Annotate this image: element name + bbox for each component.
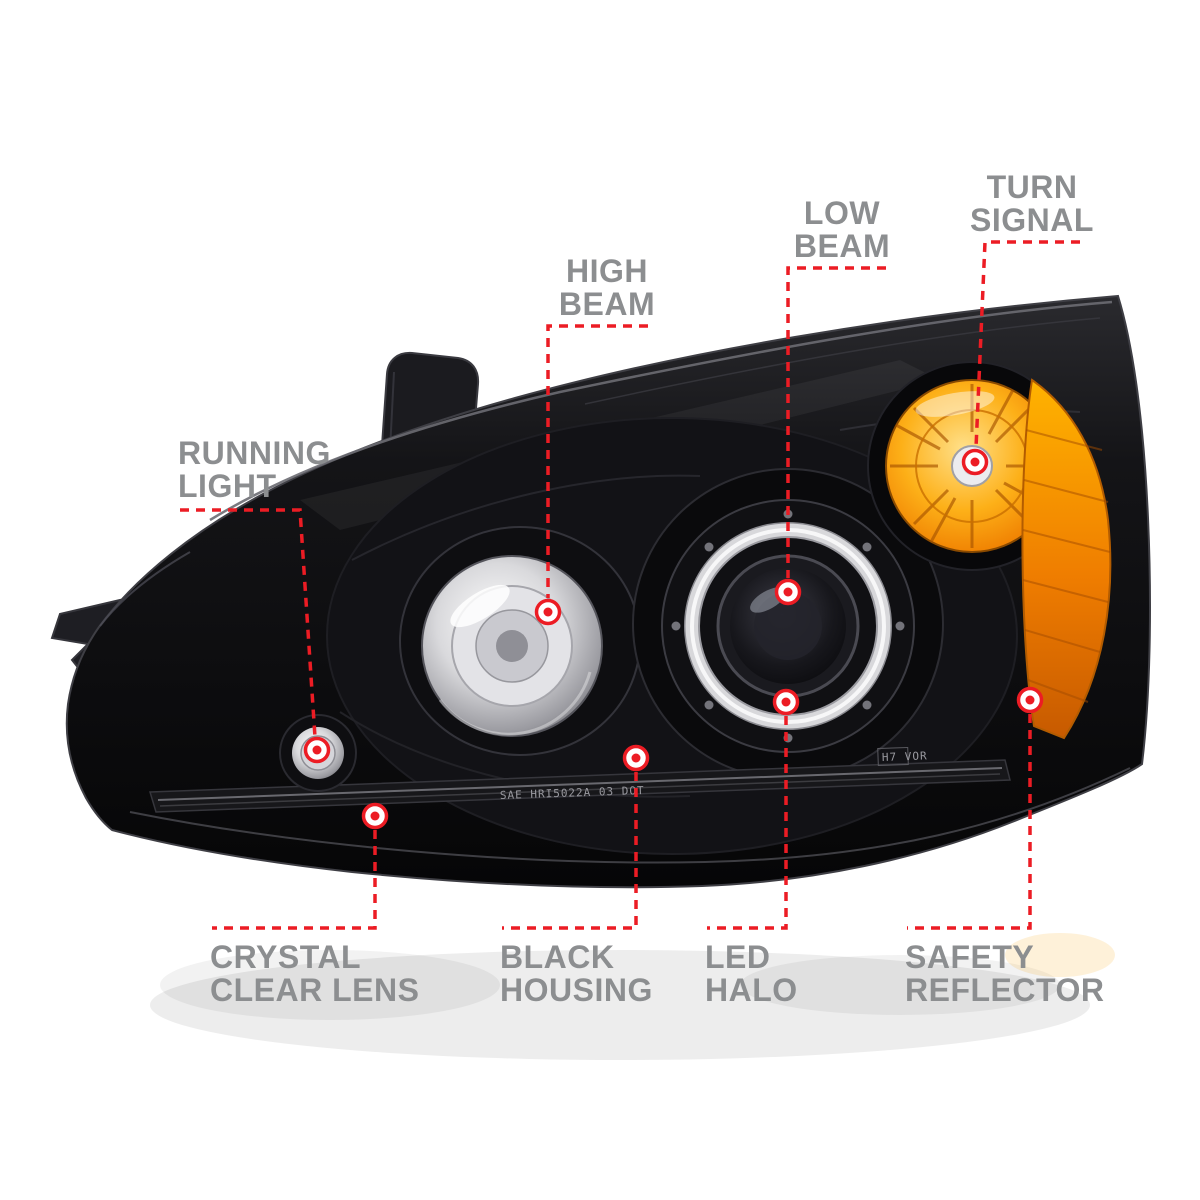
callout-label-high-beam-2: BEAM [559, 286, 655, 322]
callout-label-running-light-1: RUNNING [178, 435, 331, 471]
callout-running-light: RUNNING LIGHT [178, 435, 331, 764]
callout-crystal-clear-lens: CRYSTAL CLEAR LENS [210, 802, 419, 1008]
lens-marking-dot-code: SAE HRI5022A 03 DOT [500, 784, 645, 802]
marker-black-housing [622, 744, 650, 772]
callout-label-low-beam-2: BEAM [794, 228, 890, 264]
callout-label-led-halo-2: HALO [705, 972, 798, 1008]
callout-label-safety-reflector-1: SAFETY [905, 939, 1034, 975]
callout-label-turn-signal-1: TURN [987, 169, 1078, 205]
leader-line-running-light [180, 508, 317, 738]
callout-low-beam: LOW BEAM [774, 195, 890, 606]
reflector-ridges [1022, 429, 1111, 703]
leader-line-crystal-clear-lens [212, 830, 377, 930]
marker-high-beam [534, 598, 562, 626]
marker-turn-signal [961, 448, 989, 476]
leader-line-low-beam [786, 266, 886, 578]
callout-label-low-beam-1: LOW [804, 195, 880, 231]
callout-label-high-beam-1: HIGH [566, 253, 648, 289]
leader-line-turn-signal [974, 240, 1080, 449]
low-beam-projector [632, 468, 944, 780]
crystal-lens-strip: SAE HRI5022A 03 DOT H7 VOR [149, 746, 1011, 813]
leader-line-black-housing [502, 772, 638, 930]
callout-label-crystal-clear-lens-1: CRYSTAL [210, 939, 361, 975]
floor-reflection [150, 933, 1115, 1060]
leader-line-led-halo [707, 716, 788, 930]
callout-high-beam: HIGH BEAM [534, 253, 655, 626]
callout-label-black-housing-1: BLACK [500, 939, 614, 975]
marker-running-light [303, 736, 331, 764]
bulb-code-box [877, 746, 909, 767]
callout-label-crystal-clear-lens-2: CLEAR LENS [210, 972, 419, 1008]
callout-label-running-light-2: LIGHT [178, 468, 276, 504]
leader-line-high-beam [546, 324, 648, 598]
lens-marking-bulb-code: H7 VOR [882, 749, 928, 764]
callout-led-halo: LED HALO [705, 688, 800, 1008]
callout-label-turn-signal-2: SIGNAL [970, 202, 1094, 238]
callout-label-led-halo-1: LED [705, 939, 771, 975]
high-beam-lens [399, 526, 641, 756]
marker-low-beam [774, 578, 802, 606]
callout-safety-reflector: SAFETY REFLECTOR [905, 686, 1104, 1008]
marker-safety-reflector [1016, 686, 1044, 714]
safety-reflector [1021, 378, 1112, 740]
marker-crystal-clear-lens [361, 802, 389, 830]
leader-line-safety-reflector [907, 714, 1032, 930]
callout-label-safety-reflector-2: REFLECTOR [905, 972, 1104, 1008]
callout-black-housing: BLACK HOUSING [500, 744, 653, 1008]
marker-led-halo [772, 688, 800, 716]
callout-turn-signal: TURN SIGNAL [961, 169, 1094, 476]
callout-label-black-housing-2: HOUSING [500, 972, 653, 1008]
